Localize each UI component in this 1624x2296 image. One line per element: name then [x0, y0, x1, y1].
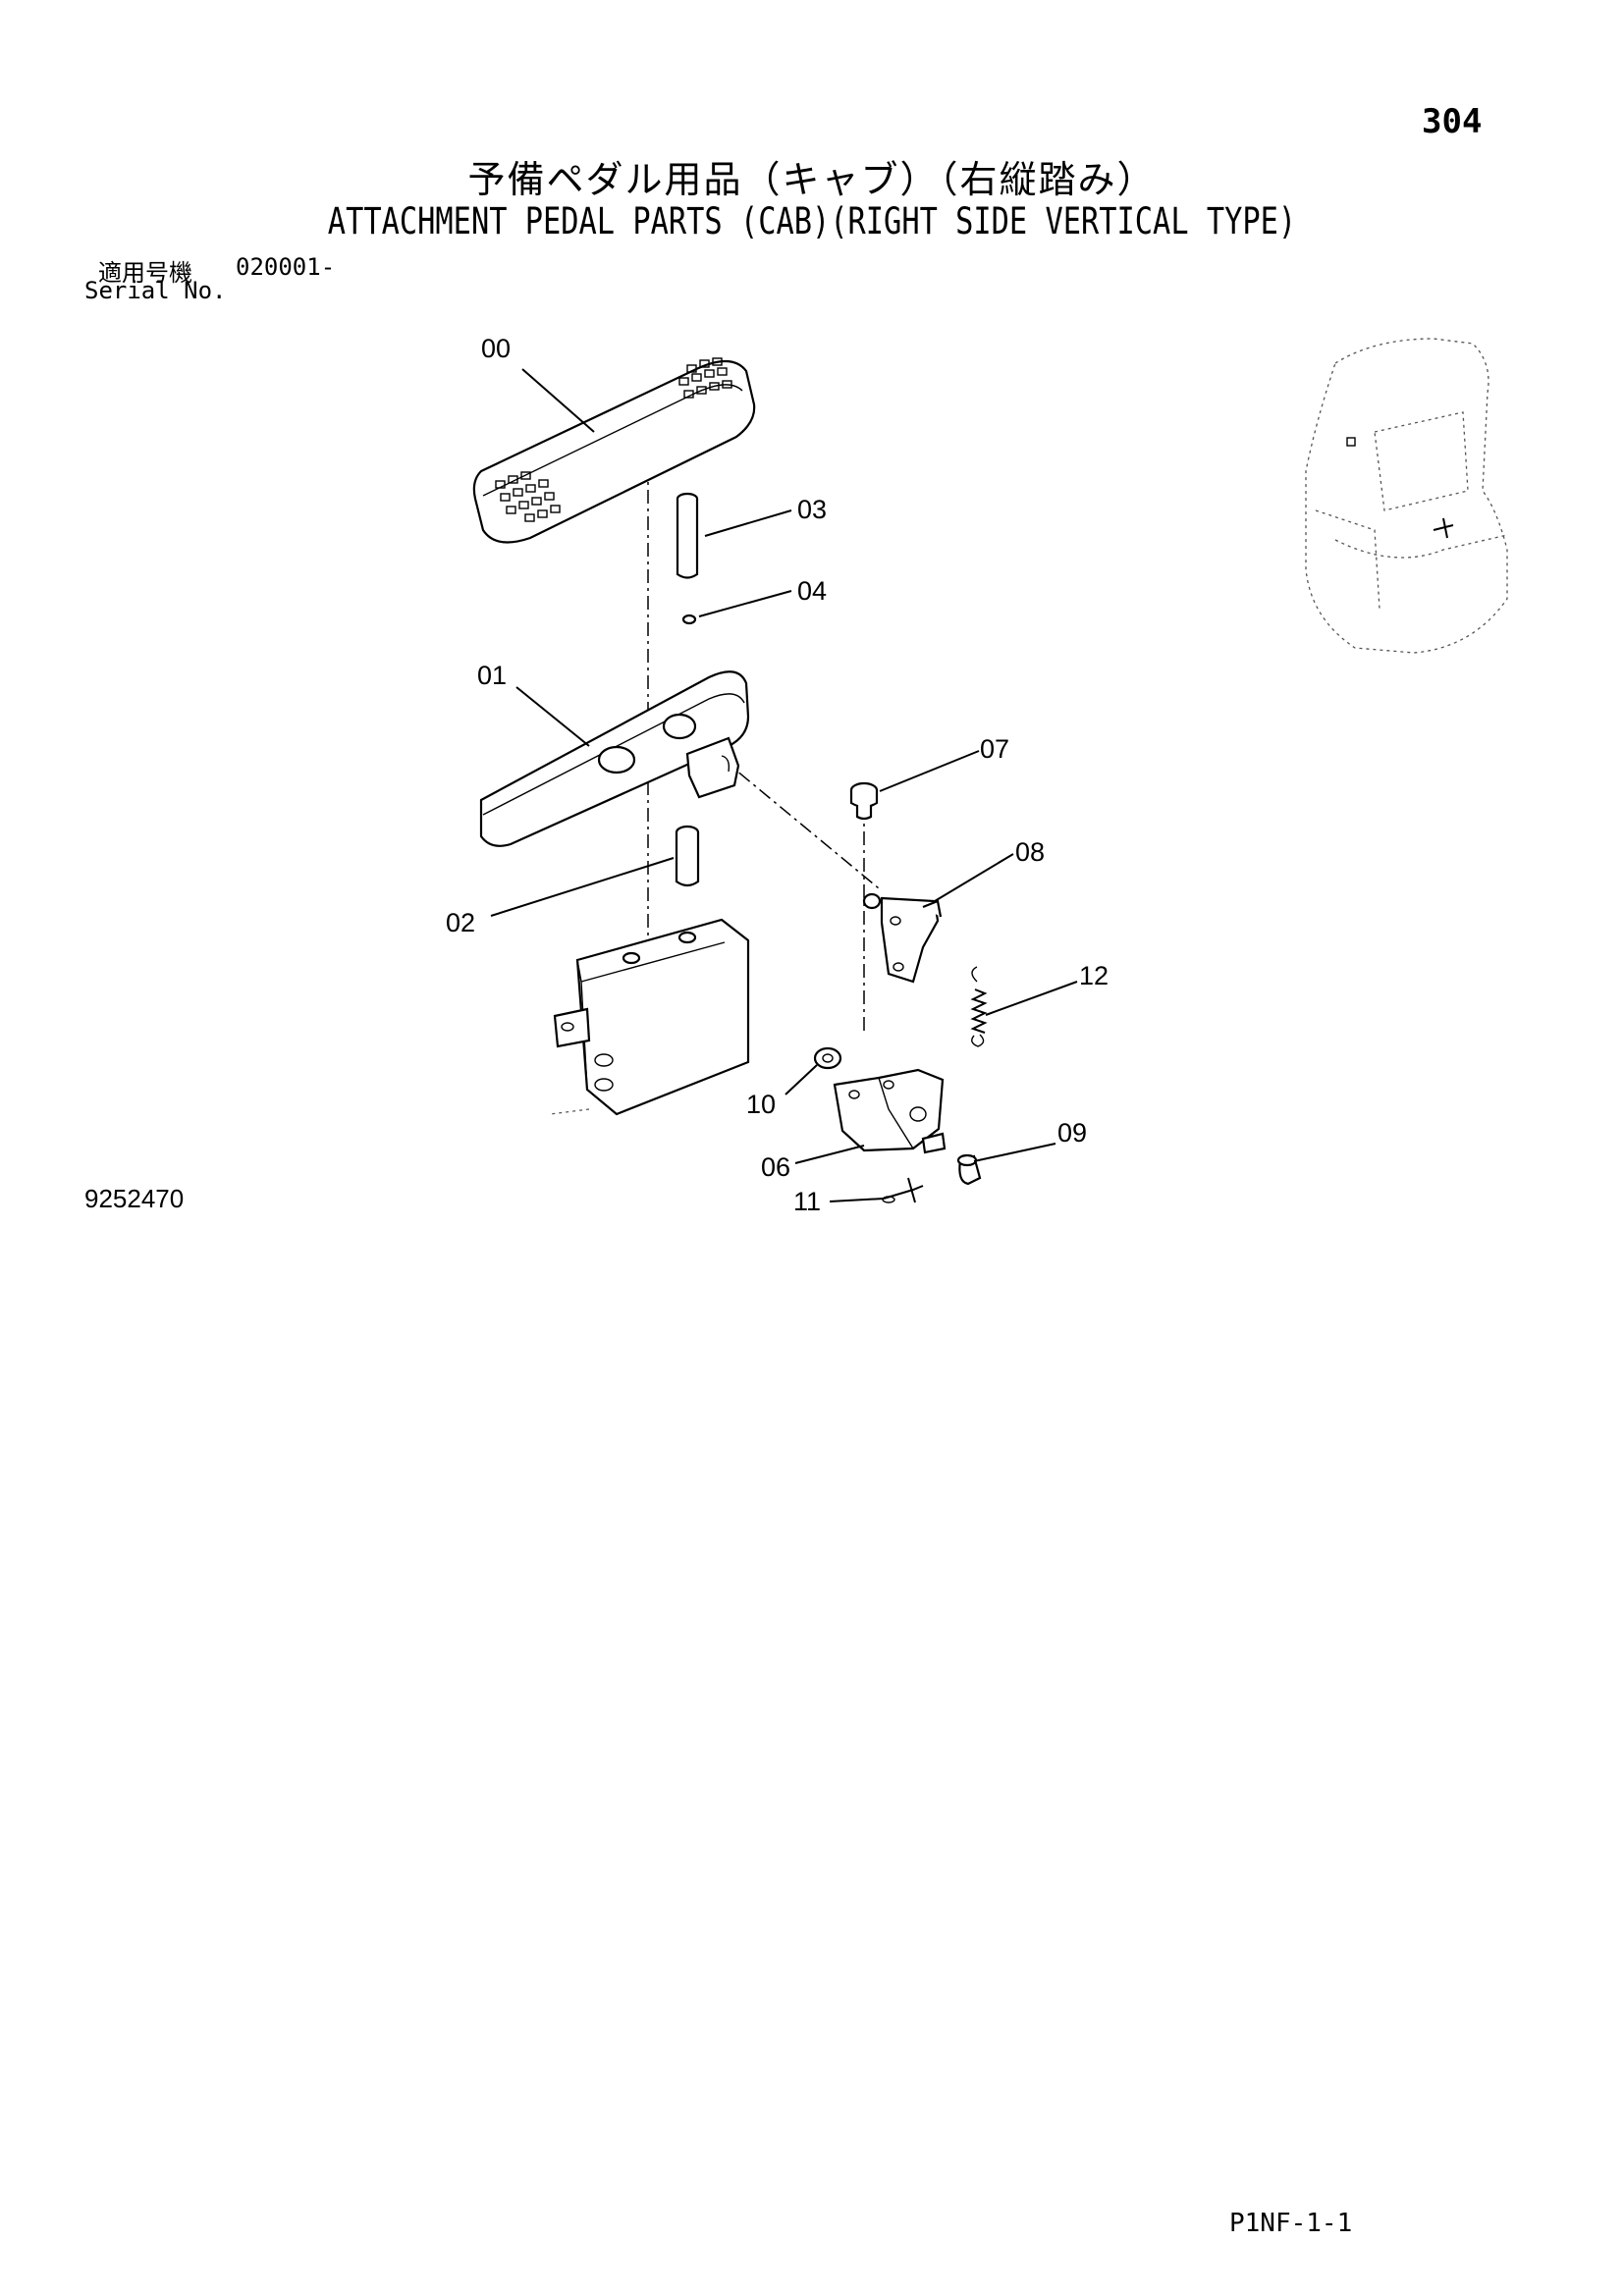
- pedal-cover-part-00: [472, 357, 756, 544]
- title-japanese: 予備ペダル用品（キャブ）（右縦踏み）: [467, 158, 1157, 201]
- callout-09: 09: [1057, 1118, 1087, 1148]
- assembly-center-lines: [647, 437, 880, 1036]
- drawing-number: 9252470: [84, 1184, 185, 1213]
- bracket-part-06: [833, 1068, 947, 1154]
- callout-07: 07: [980, 734, 1009, 764]
- callout-11: 11: [793, 1187, 821, 1216]
- washer-part-10: [813, 1046, 842, 1070]
- washer-part-04: [681, 614, 697, 625]
- callout-10: 10: [746, 1090, 776, 1119]
- callout-08: 08: [1015, 837, 1045, 867]
- valve-block: [549, 918, 750, 1116]
- spring-part-12: [970, 966, 988, 1047]
- callout-02: 02: [446, 908, 475, 937]
- callout-06: 06: [761, 1152, 790, 1182]
- callout-12: 12: [1079, 961, 1109, 990]
- spacer-part-02: [675, 825, 700, 887]
- machine-location-inset: [1305, 338, 1508, 654]
- page-code: P1NF-1-1: [1229, 2209, 1353, 2238]
- clip-part-11: [882, 1177, 924, 1203]
- serial-value: 020001-: [236, 253, 336, 281]
- serial-label-english: Serial No.: [84, 277, 227, 304]
- serial-label-japanese: 適用号機: [98, 259, 192, 287]
- callout-00: 00: [481, 334, 511, 363]
- callout-01: 01: [477, 661, 507, 690]
- callout-04: 04: [797, 576, 827, 606]
- page-number: 304: [1422, 102, 1483, 141]
- callout-03: 03: [797, 495, 827, 524]
- callouts: 00 03 04 01 07 08 02 12 10 09 06 11: [446, 334, 1109, 1216]
- pin-part-03: [676, 492, 699, 579]
- leader-lines: [490, 368, 1078, 1202]
- bracket-part-08: [862, 892, 943, 984]
- cap-part-09: [956, 1153, 982, 1186]
- pedal-part-01: [479, 670, 750, 847]
- title-english: ATTACHMENT PEDAL PARTS (CAB)(RIGHT SIDE …: [327, 200, 1297, 242]
- bolt-part-07: [849, 781, 879, 821]
